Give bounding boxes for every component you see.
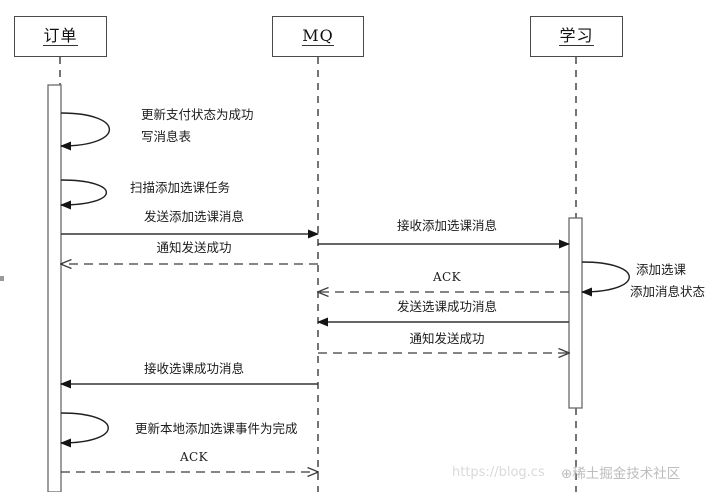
watermark-brand: ⊕稀土掘金技术社区 (561, 462, 680, 482)
activation-bar-study (568, 217, 583, 409)
lifeline-label-order: 订单 (43, 25, 78, 46)
lifeline-box-order[interactable]: 订单 (14, 16, 107, 57)
message-label-write-message-table: 写消息表 (141, 129, 192, 144)
watermark-brand-icon: ⊕ (561, 466, 573, 482)
message-label-receive-add-course-msg: 接收添加选课消息 (396, 218, 498, 233)
watermark-brand-text: 稀土掘金技术社区 (572, 466, 681, 482)
self-message-arrow-m11 (60, 412, 109, 448)
message-label-add-message-status: 添加消息状态 (630, 284, 706, 299)
watermark-url: https://blog.cs (452, 465, 545, 480)
message-arrows (60, 112, 630, 472)
message-label-update-payment-status: 更新支付状态为成功 (141, 107, 254, 122)
lifeline-label-study: 学习 (559, 25, 594, 46)
message-label-send-course-success-msg: 发送选课成功消息 (396, 299, 498, 314)
message-label-update-local-event-done: 更新本地添加选课事件为完成 (135, 421, 298, 436)
lifeline-label-mq: MQ (302, 25, 334, 46)
message-label-ack-1: ACK (432, 270, 462, 284)
activation-bar-order (47, 84, 62, 492)
left-edge-artifact (0, 276, 4, 281)
self-message-arrow-m1 (60, 112, 110, 151)
lifeline-box-mq[interactable]: MQ (272, 16, 364, 57)
message-label-notify-send-success-2: 通知发送成功 (409, 331, 485, 346)
message-label-scan-add-course-task: 扫描添加选课任务 (130, 180, 231, 195)
self-message-arrow-m2 (60, 179, 107, 210)
activation-bars (47, 84, 583, 492)
message-label-notify-send-success-1: 通知发送成功 (156, 240, 232, 255)
message-label-add-course: 添加选课 (636, 262, 687, 277)
lifeline-box-study[interactable]: 学习 (530, 16, 623, 57)
message-label-receive-course-success-msg: 接收选课成功消息 (143, 361, 245, 376)
self-message-arrow-m7 (581, 261, 630, 297)
message-label-ack-2: ACK (179, 450, 209, 464)
message-label-send-add-course-msg: 发送添加选课消息 (143, 209, 245, 224)
